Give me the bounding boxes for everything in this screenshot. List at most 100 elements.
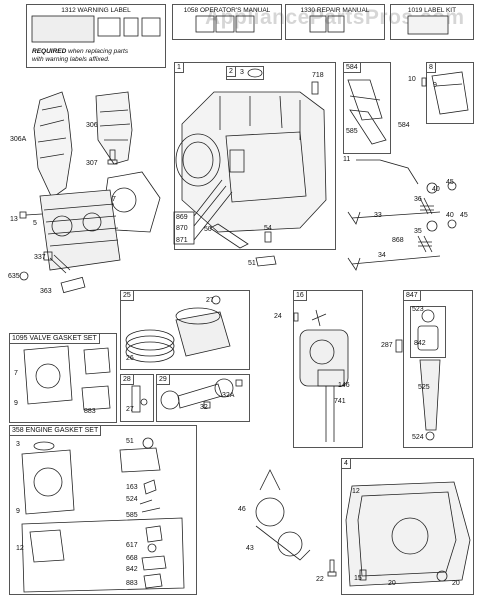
- part-12-gasket-set: 12: [16, 545, 24, 552]
- part-24: 24: [274, 313, 282, 320]
- crankshaft-group-box: [293, 290, 363, 448]
- part-54: 54: [264, 225, 272, 232]
- part-36: 36: [414, 196, 422, 203]
- part-9-valve-set: 9: [14, 400, 18, 407]
- warning-note: REQUIRED when replacing parts with warni…: [32, 48, 162, 64]
- part-45-upper: 45: [446, 179, 454, 186]
- warning-note-line2: with warning labels affixed.: [32, 56, 110, 63]
- part-7-gasket: 7: [112, 196, 116, 203]
- repair-manual-box: 1330 REPAIR MANUAL: [285, 4, 385, 40]
- part-525: 525: [418, 384, 430, 391]
- part-5: 5: [33, 220, 37, 227]
- part-22: 22: [316, 576, 324, 583]
- part-51: 51: [248, 260, 256, 267]
- part-26: 26: [126, 355, 134, 362]
- part-46: 46: [238, 506, 246, 513]
- part-307: 307: [86, 160, 98, 167]
- governor-sub-box: [410, 306, 446, 358]
- part-3-gasket-set: 3: [16, 441, 20, 448]
- valve-gasket-set-label: 1095 VALVE GASKET SET: [9, 333, 100, 344]
- watermark: AppliancePartsPros.com: [205, 6, 465, 29]
- sump-group-label: 4: [341, 458, 351, 469]
- pin-group-box: [120, 374, 154, 422]
- part-524-gasket-set: 524: [126, 496, 138, 503]
- part-306: 306: [86, 122, 98, 129]
- operators-manual-title: 1058 OPERATOR'S MANUAL: [183, 7, 271, 14]
- label-kit-box: 1019 LABEL KIT: [390, 4, 474, 40]
- part-883-valve-set: 883: [84, 408, 96, 415]
- part-9-gasket-set: 9: [16, 508, 20, 515]
- part-32a: 32A: [222, 392, 235, 399]
- piston-group-box: [120, 290, 250, 370]
- part-868: 868: [392, 237, 404, 244]
- crankcase-group-box: [174, 62, 336, 250]
- pin-group-label: 28: [120, 374, 134, 385]
- sump-group-box: [341, 458, 474, 595]
- part-43: 43: [246, 545, 254, 552]
- breather-group-box: [343, 62, 391, 154]
- operators-manual-box: 1058 OPERATOR'S MANUAL: [172, 4, 282, 40]
- part-146: 146: [338, 382, 350, 389]
- part-163: 163: [126, 484, 138, 491]
- part-50: 50: [204, 226, 212, 233]
- part-585-gasket-set: 585: [126, 512, 138, 519]
- part-40-upper: 40: [432, 186, 440, 193]
- part-741: 741: [334, 398, 346, 405]
- engine-gasket-set-label: 358 ENGINE GASKET SET: [9, 425, 102, 436]
- rod-group-box: [156, 374, 250, 422]
- warning-label-kit-box: 1312 WARNING LABEL: [26, 4, 166, 68]
- part-13: 13: [10, 216, 18, 223]
- repair-manual-title: 1330 REPAIR MANUAL: [300, 7, 370, 14]
- seal-label: 2: [226, 66, 236, 77]
- part-585: 585: [346, 128, 358, 135]
- cover-group-label: 8: [426, 62, 436, 73]
- part-306a: 306A: [10, 136, 27, 143]
- part-27-piston: 27: [206, 297, 214, 304]
- crankcase-group-label: 1: [174, 62, 184, 73]
- part-35: 35: [414, 228, 422, 235]
- part-363: 363: [40, 288, 52, 295]
- part-20-right: 20: [452, 580, 460, 587]
- part-842: 842: [414, 340, 426, 347]
- part-11: 11: [343, 156, 351, 163]
- part-27-pin: 27: [126, 406, 134, 413]
- part-584: 584: [398, 122, 410, 129]
- part-20-left: 20: [388, 580, 396, 587]
- part-9-cover: 9: [433, 82, 437, 89]
- crankshaft-group-label: 16: [293, 290, 307, 301]
- part-870: 870: [176, 225, 188, 232]
- part-40-lower: 40: [446, 212, 454, 219]
- piston-group-label: 25: [120, 290, 134, 301]
- part-718: 718: [312, 72, 324, 79]
- part-842-gasket-set: 842: [126, 566, 138, 573]
- part-45-lower: 45: [460, 212, 468, 219]
- part-869: 869: [176, 214, 188, 221]
- warning-label-kit-title: 1312 WARNING LABEL: [61, 7, 131, 14]
- part-32: 32: [200, 404, 208, 411]
- part-337: 337: [34, 254, 46, 261]
- part-635: 635: [8, 273, 20, 280]
- part-7-valve-set: 7: [14, 370, 18, 377]
- governor-group-box: [403, 290, 473, 448]
- engine-gasket-set-box: [9, 425, 197, 595]
- warning-note-bold: REQUIRED: [32, 48, 67, 55]
- part-617: 617: [126, 542, 138, 549]
- part-51-gasket-set: 51: [126, 438, 134, 445]
- part-871: 871: [176, 237, 188, 244]
- part-15: 15: [354, 575, 362, 582]
- part-34: 34: [378, 252, 386, 259]
- part-523: 523: [412, 306, 424, 313]
- part-10: 10: [408, 76, 416, 83]
- part-883-gasket-set: 883: [126, 580, 138, 587]
- breather-group-label: 584: [343, 62, 361, 73]
- governor-group-label: 847: [403, 290, 421, 301]
- part-524: 524: [412, 434, 424, 441]
- cover-group-box: [426, 62, 474, 124]
- part-12-sump: 12: [352, 488, 360, 495]
- part-33: 33: [374, 212, 382, 219]
- part-287: 287: [381, 342, 393, 349]
- label-kit-title: 1019 LABEL KIT: [407, 7, 457, 14]
- part-3-seal: 3: [240, 69, 244, 76]
- rod-group-label: 29: [156, 374, 170, 385]
